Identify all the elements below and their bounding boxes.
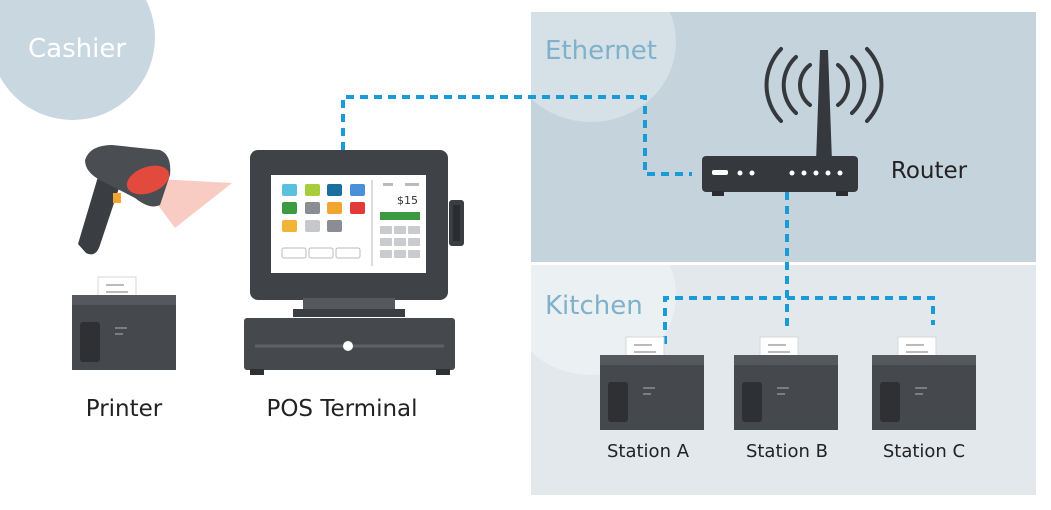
cash-drawer-lock [343, 341, 353, 351]
station-c-label: Station C [882, 441, 966, 462]
scanner-trigger [113, 193, 121, 203]
station-c-printer-icon [872, 336, 976, 430]
kitchen-zone-label: Kitchen [545, 291, 643, 321]
station-a-printer-icon [600, 336, 704, 430]
scanner-handle [78, 170, 120, 255]
ethernet-zone-label: Ethernet [545, 36, 657, 66]
scanner-lens [126, 165, 170, 195]
wifi-signal-icon [764, 47, 884, 123]
kitchen-bus-link [663, 296, 935, 344]
pos-base [293, 309, 405, 317]
pos-terminal-label: POS Terminal [266, 396, 418, 422]
pos-screen-pay-bar [380, 212, 420, 220]
router-icon [702, 47, 884, 196]
pos-stand [303, 298, 395, 310]
station-a-label: Station A [606, 441, 690, 462]
cashier-zone: Cashier [0, 0, 180, 130]
printer-top-accent [72, 295, 176, 305]
pos-to-router-link [341, 95, 692, 176]
connection-lines [341, 95, 935, 344]
router-body [702, 156, 858, 192]
receipt-printer-icon [72, 276, 176, 370]
pos-keypad [380, 226, 420, 258]
cashier-zone-label: Cashier [28, 34, 127, 64]
router-antenna [816, 50, 832, 162]
station-b-label: Station B [745, 441, 829, 462]
barcode-scanner-icon [78, 145, 232, 255]
ethernet-zone: Ethernet [531, 12, 1036, 262]
router-label: Router [890, 158, 968, 184]
printer-label: Printer [85, 396, 163, 422]
pos-terminal-icon: $15 [244, 150, 464, 375]
station-b-printer-icon [734, 336, 838, 430]
printer-slot [80, 322, 100, 362]
pos-screen-tiles [281, 184, 365, 259]
pos-screen-amount: $15 [397, 194, 418, 207]
